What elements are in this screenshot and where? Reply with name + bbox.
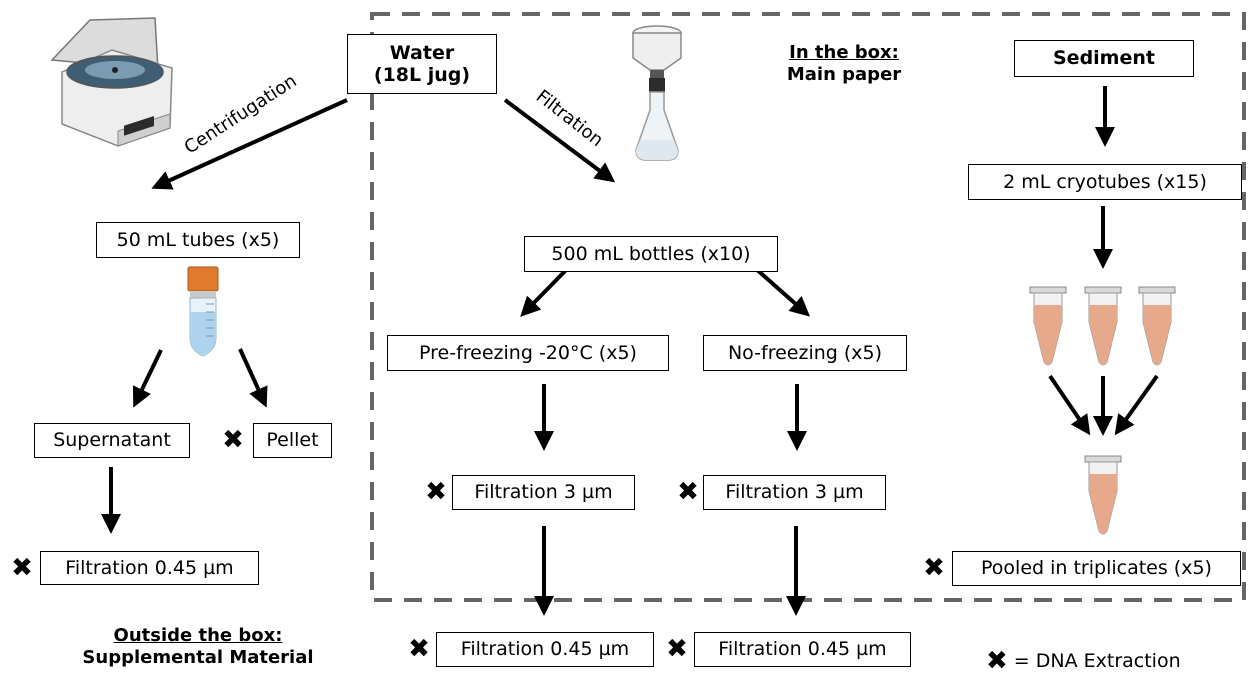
- node-filtration-3um-prefreezing: Filtration 3 µm: [452, 475, 635, 510]
- node-tubes-50ml: 50 mL tubes (x5): [96, 222, 300, 258]
- node-pooled-triplicates: Pooled in triplicates (x5): [952, 551, 1241, 586]
- centrifuge-icon: [50, 17, 173, 147]
- node-water: Water (18L jug): [347, 34, 497, 94]
- microtube-icon-1: [1029, 286, 1067, 366]
- node-prefreezing: Pre-freezing -20°C (x5): [387, 335, 669, 371]
- node-water-line2: (18L jug): [373, 63, 471, 86]
- node-filtration-045um-nofreezing: Filtration 0.45 µm: [694, 632, 911, 667]
- node-bottles-500ml: 500 mL bottles (x10): [524, 236, 778, 272]
- microtube-icon-pooled: [1084, 455, 1122, 535]
- node-filtration-045um-prefreezing: Filtration 0.45 µm: [436, 632, 654, 667]
- arrow-tube-to-supernatant: [132, 349, 163, 408]
- node-filtration-045um-supernatant: Filtration 0.45 µm: [40, 551, 259, 585]
- arrow-water-to-tubes: [151, 98, 348, 190]
- legend-x-icon: ✖: [986, 646, 1008, 673]
- arrow-bottles-to-nofreezing: [753, 266, 810, 317]
- node-nofreezing: No-freezing (x5): [703, 335, 907, 371]
- arrow-microtube1-to-pooled: [1048, 374, 1091, 436]
- arrow-water-to-bottles: [503, 98, 616, 183]
- dna-extraction-marker-filt3-prefreezing: ✖: [425, 477, 447, 507]
- legend-text: = DNA Extraction: [1013, 650, 1181, 672]
- dna-extraction-marker-filt045-nofreezing: ✖: [666, 634, 688, 664]
- note-in-the-box-subtitle: Main paper: [786, 63, 902, 85]
- arrow-microtube3-to-pooled: [1114, 374, 1159, 436]
- node-sediment: Sediment: [1014, 40, 1194, 77]
- falcon-tube-icon: [187, 266, 219, 357]
- note-outside-the-box-subtitle: Supplemental Material: [82, 646, 314, 668]
- note-in-the-box-title: In the box:: [789, 42, 899, 63]
- dna-extraction-marker-filt045-supernatant: ✖: [11, 553, 33, 583]
- microtube-icon-3: [1138, 286, 1176, 366]
- arrow-bottles-to-prefreezing: [520, 266, 570, 317]
- filter-flask-icon: [632, 25, 682, 161]
- node-pellet: Pellet: [253, 423, 332, 458]
- note-outside-the-box: Outside the box: Supplemental Material: [68, 625, 328, 668]
- dna-extraction-marker-filt3-nofreezing: ✖: [677, 477, 699, 507]
- note-in-the-box: In the box: Main paper: [770, 42, 918, 85]
- dna-extraction-marker-filt045-prefreezing: ✖: [408, 634, 430, 664]
- node-supernatant: Supernatant: [34, 423, 190, 458]
- note-outside-the-box-title: Outside the box:: [113, 625, 283, 646]
- dna-extraction-marker-pooled: ✖: [923, 553, 945, 583]
- dna-extraction-marker-pellet: ✖: [222, 425, 244, 455]
- node-water-line1: Water: [389, 41, 455, 64]
- arrow-tube-to-pellet: [238, 348, 268, 408]
- main-paper-dashed-box: [370, 12, 1246, 602]
- node-cryotubes: 2 mL cryotubes (x15): [968, 164, 1242, 200]
- node-filtration-3um-nofreezing: Filtration 3 µm: [703, 475, 886, 510]
- legend: ✖ = DNA Extraction: [986, 646, 1181, 673]
- microtube-icon-2: [1084, 286, 1122, 366]
